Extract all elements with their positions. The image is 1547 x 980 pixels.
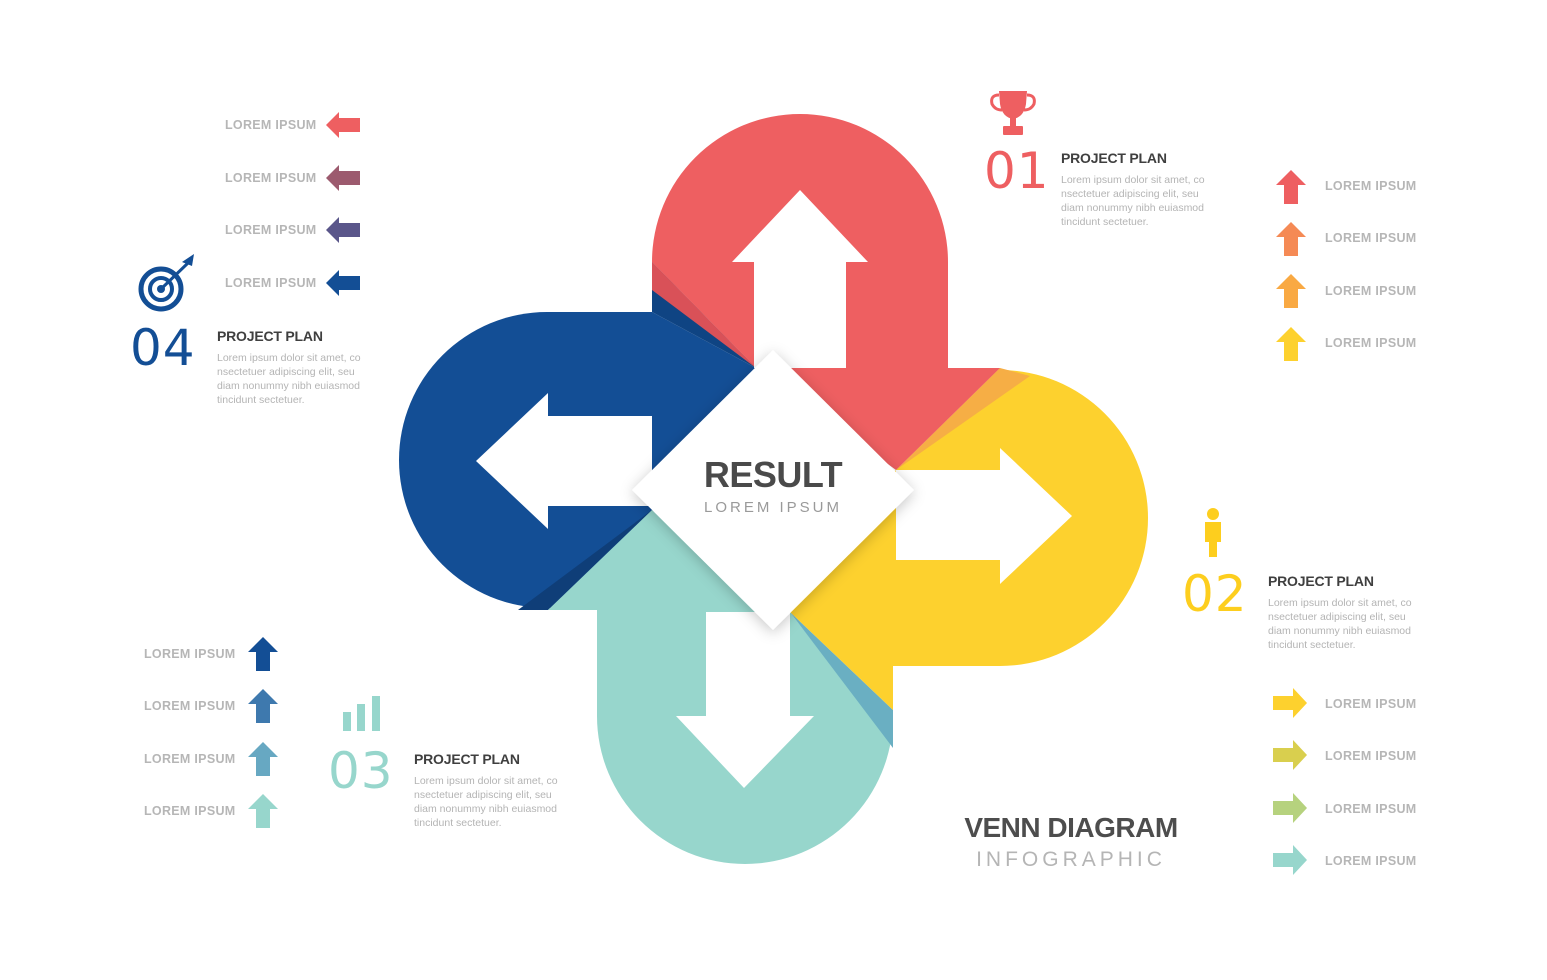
arrow-left-icon	[326, 165, 360, 191]
trophy-icon	[990, 91, 1036, 135]
arrow-shape	[1276, 274, 1306, 308]
list-item-label: LOREM IPSUM	[1325, 697, 1417, 711]
arrow-up-icon	[1276, 222, 1306, 256]
section-02-title: PROJECT PLAN	[1268, 573, 1374, 589]
list-item-label: LOREM IPSUM	[144, 699, 236, 713]
arrow-shape	[248, 742, 278, 776]
target-icon	[138, 254, 194, 312]
list-item-label: LOREM IPSUM	[1325, 336, 1417, 350]
arrow-down-white	[676, 612, 814, 788]
arrow-up-icon	[1276, 327, 1306, 361]
list-item-label: LOREM IPSUM	[144, 752, 236, 766]
arrow-up-icon	[1276, 274, 1306, 308]
arrow-shape	[1276, 327, 1306, 361]
arrow-shape	[326, 270, 360, 296]
petal-02-fold	[896, 368, 1030, 470]
section-03-number: 03	[328, 742, 394, 800]
section-02-body: Lorem ipsum dolor sit amet, co nsectetue…	[1268, 597, 1412, 651]
arrow-up-icon	[248, 794, 278, 828]
arrow-shape	[248, 637, 278, 671]
arrow-right-icon	[1273, 740, 1307, 770]
arrow-shape	[326, 217, 360, 243]
bar-chart-icon	[343, 696, 380, 731]
list-item-label: LOREM IPSUM	[1325, 179, 1417, 193]
petal-01-fold	[652, 262, 756, 368]
list-item-label: LOREM IPSUM	[1325, 284, 1417, 298]
arrow-shape	[326, 112, 360, 138]
arrow-right-icon	[1273, 845, 1307, 875]
arrow-shape	[1273, 793, 1307, 823]
arrow-right-icon	[1273, 688, 1307, 718]
list-item-label: LOREM IPSUM	[1325, 802, 1417, 816]
section-04-body: Lorem ipsum dolor sit amet, co nsectetue…	[217, 352, 361, 406]
person-icon	[1205, 508, 1221, 557]
arrow-left-icon	[326, 112, 360, 138]
section-04-title: PROJECT PLAN	[217, 328, 323, 344]
list-item-label: LOREM IPSUM	[225, 223, 317, 237]
section-03-title: PROJECT PLAN	[414, 751, 520, 767]
result-title: RESULT	[703, 454, 843, 495]
arrow-shape	[1273, 688, 1307, 718]
petal-04-fold-lower	[518, 510, 652, 610]
infographic-title: VENN DIAGRAM	[964, 812, 1178, 843]
list-item-label: LOREM IPSUM	[225, 171, 317, 185]
arrow-up-icon	[248, 637, 278, 671]
list-item-label: LOREM IPSUM	[225, 118, 317, 132]
section-01-number: 01	[984, 142, 1050, 200]
result-label: RESULT LOREM IPSUM	[638, 454, 908, 517]
arrow-shape	[1276, 170, 1306, 204]
arrow-up-icon	[248, 742, 278, 776]
list-item-label: LOREM IPSUM	[1325, 231, 1417, 245]
list-item-label: LOREM IPSUM	[225, 276, 317, 290]
section-01-title: PROJECT PLAN	[1061, 150, 1167, 166]
arrow-left-icon	[326, 270, 360, 296]
arrow-shape	[1273, 845, 1307, 875]
section-02-number: 02	[1182, 565, 1248, 623]
list-item-label: LOREM IPSUM	[1325, 749, 1417, 763]
arrow-up-white	[732, 190, 868, 368]
arrow-up-icon	[1276, 170, 1306, 204]
result-subtitle: LOREM IPSUM	[703, 499, 842, 516]
section-04-number: 04	[130, 319, 196, 377]
list-item-label: LOREM IPSUM	[144, 804, 236, 818]
section-03-body: Lorem ipsum dolor sit amet, co nsectetue…	[414, 775, 558, 829]
arrow-right-white	[896, 448, 1072, 584]
arrow-shape	[1273, 740, 1307, 770]
arrow-shape	[248, 689, 278, 723]
arrow-shape	[1276, 222, 1306, 256]
infographic-subtitle: INFOGRAPHIC	[976, 848, 1166, 871]
arrow-up-icon	[248, 689, 278, 723]
arrow-right-icon	[1273, 793, 1307, 823]
section-01-body: Lorem ipsum dolor sit amet, co nsectetue…	[1061, 174, 1205, 228]
arrow-left-icon	[326, 217, 360, 243]
petal-03-fold	[790, 612, 893, 748]
arrow-left-white	[476, 393, 652, 529]
result-diamond	[632, 350, 914, 630]
list-item-label: LOREM IPSUM	[144, 647, 236, 661]
list-item-label: LOREM IPSUM	[1325, 854, 1417, 868]
arrow-shape	[326, 165, 360, 191]
arrow-shape	[248, 794, 278, 828]
